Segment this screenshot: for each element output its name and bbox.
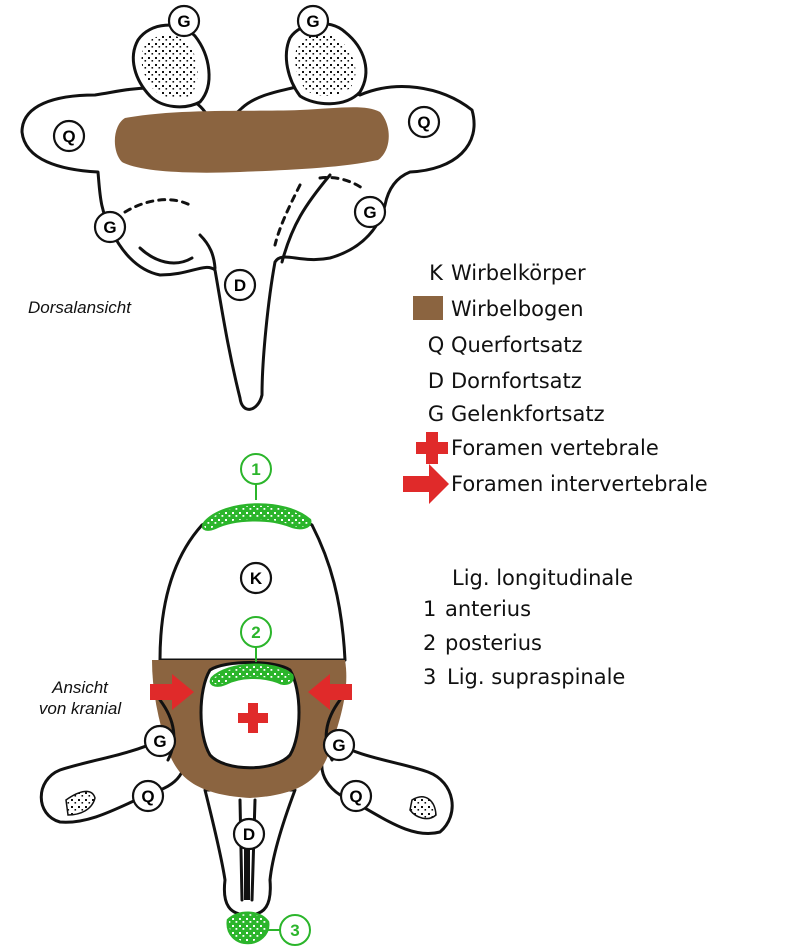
marker-3: 3: [268, 915, 310, 945]
dorsal-view-label: Dorsalansicht: [28, 298, 132, 317]
legend-arrow-icon: [403, 464, 449, 504]
ligament-number-3: 3: [423, 665, 436, 689]
ligament-text-2: posterius: [445, 631, 542, 655]
legend-arrow-text: Foramen intervertebrale: [451, 472, 708, 496]
marker-q-cranial-right: Q: [341, 781, 371, 811]
ligament-supraspinale: [228, 913, 268, 943]
cranial-view-label-line2: von kranial: [39, 699, 122, 718]
svg-text:Q: Q: [417, 113, 430, 132]
ligament-legend: Lig. longitudinale 1 anterius 2 posteriu…: [423, 566, 633, 689]
ligament-text-3: Lig. supraspinale: [447, 665, 625, 689]
marker-g-cranial-right: G: [324, 730, 354, 760]
marker-d-dorsal: D: [225, 270, 255, 300]
svg-text:K: K: [250, 569, 263, 588]
marker-d-cranial: D: [234, 819, 264, 849]
svg-text:D: D: [243, 825, 255, 844]
marker-g-top-left: G: [169, 6, 199, 36]
svg-text:Q: Q: [141, 787, 154, 806]
brown-square-icon: [413, 296, 443, 320]
ligament-number-1: 1: [423, 597, 436, 621]
legend-arch-text: Wirbelbogen: [451, 297, 584, 321]
svg-text:G: G: [306, 12, 319, 31]
svg-text:G: G: [332, 736, 345, 755]
legend-q-key: Q: [428, 333, 445, 357]
marker-g-mid-left: G: [95, 212, 125, 242]
legend-d-key: D: [428, 369, 444, 393]
cranial-view: 1 2 3 K G G: [39, 454, 452, 945]
ligament-heading: Lig. longitudinale: [452, 566, 633, 590]
marker-g-cranial-left: G: [145, 726, 175, 756]
svg-text:G: G: [103, 218, 116, 237]
legend-g-key: G: [428, 402, 444, 426]
svg-text:G: G: [363, 203, 376, 222]
marker-q-left: Q: [54, 121, 84, 151]
legend-cross-icon: [416, 432, 448, 464]
svg-text:Q: Q: [62, 127, 75, 146]
svg-text:3: 3: [290, 921, 299, 940]
marker-1: 1: [241, 454, 271, 500]
legend: K Wirbelkörper Wirbelbogen Q Querfortsat…: [403, 261, 708, 504]
marker-q-cranial-left: Q: [133, 781, 163, 811]
legend-q-text: Querfortsatz: [451, 333, 583, 357]
svg-text:1: 1: [251, 460, 260, 479]
marker-q-right: Q: [409, 107, 439, 137]
svg-text:G: G: [177, 12, 190, 31]
svg-text:Q: Q: [349, 787, 362, 806]
legend-d-text: Dornfortsatz: [451, 369, 582, 393]
legend-plus-text: Foramen vertebrale: [451, 436, 659, 460]
svg-text:2: 2: [251, 623, 260, 642]
arch-band-dorsal: [115, 107, 389, 172]
dorsal-view: G G Q Q G G D Dorsalansicht: [22, 6, 474, 409]
legend-k-text: Wirbelkörper: [451, 261, 586, 285]
ligament-text-1: anterius: [445, 597, 531, 621]
svg-text:G: G: [153, 732, 166, 751]
legend-g-text: Gelenkfortsatz: [451, 402, 605, 426]
marker-k: K: [241, 563, 271, 593]
svg-text:D: D: [234, 276, 246, 295]
marker-g-top-right: G: [298, 6, 328, 36]
cranial-view-label-line1: Ansicht: [51, 678, 109, 697]
ligament-number-2: 2: [423, 631, 436, 655]
marker-g-mid-right: G: [355, 197, 385, 227]
legend-k-key: K: [429, 261, 444, 285]
